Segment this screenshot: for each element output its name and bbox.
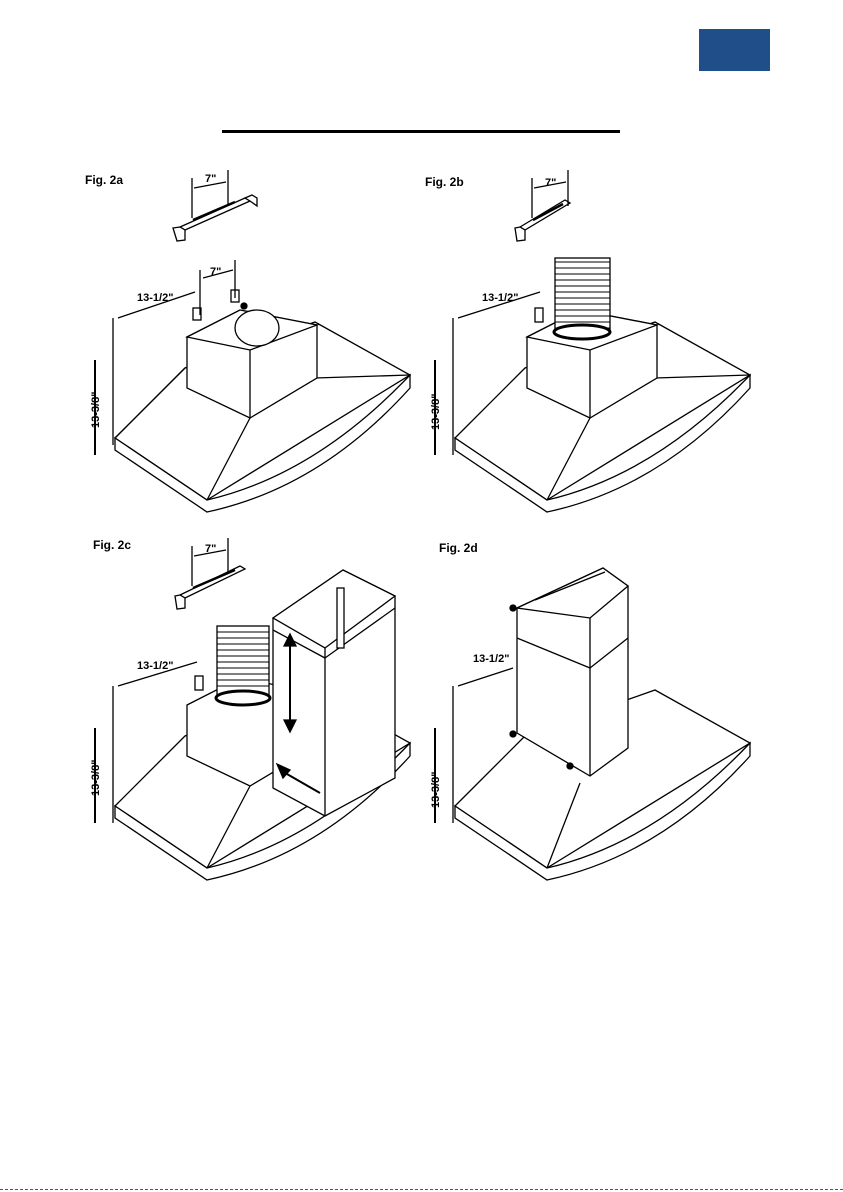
width-dimension-label: 13-1/2" [482, 293, 518, 304]
page-section-tab [699, 29, 770, 71]
width-dimension-label: 13-1/2" [473, 654, 509, 665]
bracket-dimension-label: 7" [205, 174, 216, 185]
height-dimension-label: 13-3/8" [91, 392, 102, 428]
figure-2c: Fig. 2c [85, 538, 465, 898]
figure-2a: Fig. 2a [85, 170, 465, 530]
height-dimension-label: 13-3/8" [431, 394, 442, 430]
width-dimension-label: 13-1/2" [137, 293, 173, 304]
height-dimension-label: 13-3/8" [91, 760, 102, 796]
bracket-dimension-label: 7" [205, 544, 216, 555]
hood-illustration [425, 170, 805, 530]
bracket-dimension-label: 7" [545, 178, 556, 189]
height-dimension-label: 13-3/8" [431, 772, 442, 808]
top-dimension-label: 7" [210, 267, 221, 278]
hood-illustration [85, 538, 465, 898]
page-bottom-border [0, 1189, 843, 1190]
hood-illustration [85, 170, 465, 530]
heading-underline [222, 130, 620, 133]
figure-2d: Fig. 2d 13-1/2" 13-3/8" [425, 538, 805, 898]
width-dimension-label: 13-1/2" [137, 661, 173, 672]
figure-2b: Fig. 2b [425, 170, 805, 530]
hood-illustration [425, 538, 805, 898]
